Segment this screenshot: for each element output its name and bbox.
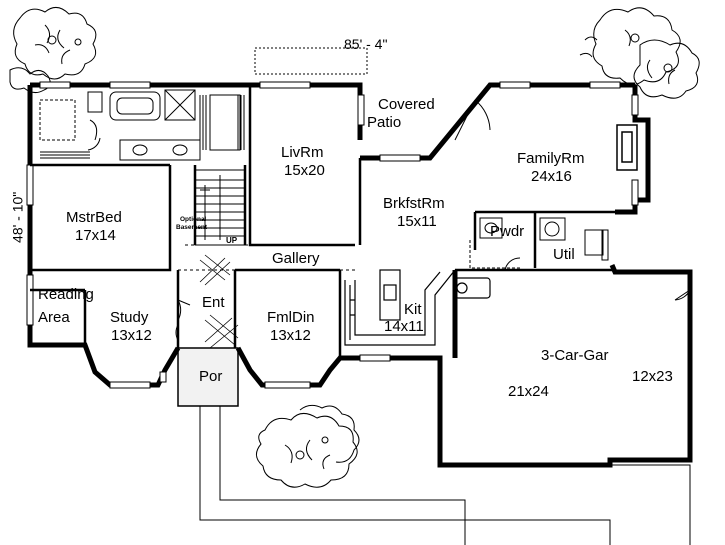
covered-patio-label-2: Patio: [367, 114, 402, 131]
sidewalk: [199, 395, 691, 545]
pwdr-label: Pwdr: [490, 223, 525, 240]
reading-area-label: Reading: [38, 286, 94, 303]
reading-area-label-2: Area: [38, 309, 70, 326]
width-dimension: 85' - 4": [344, 36, 388, 52]
optional-basement-label-2: Basement: [176, 224, 208, 231]
garage-size-a: 21x24: [508, 383, 549, 400]
study-label: Study: [110, 309, 149, 326]
stair: [194, 169, 246, 246]
study-size: 13x12: [111, 327, 152, 344]
kitchen-counters: [344, 269, 491, 346]
gallery-label: Gallery: [272, 250, 320, 267]
porch-label: Por: [199, 368, 223, 385]
familyrm-label: FamilyRm: [517, 150, 585, 167]
stair-up-label: UP: [226, 236, 238, 245]
rear-pad: [254, 47, 368, 75]
tile-pattern: [199, 254, 239, 349]
porch-outline: [177, 347, 239, 407]
tree-top-right: [579, 7, 700, 99]
optional-basement-label: Optional: [180, 216, 207, 223]
livrm-label: LivRm: [281, 144, 324, 161]
fireplace: [616, 124, 638, 171]
util-label: Util: [553, 246, 575, 263]
garage-label: 3-Car-Gar: [541, 347, 609, 364]
powder-util-fixtures: [469, 217, 604, 269]
livrm-size: 15x20: [284, 162, 325, 179]
master-bath-fixtures: [39, 89, 241, 161]
ent-label: Ent: [202, 294, 225, 311]
tree-top-left: [9, 7, 97, 94]
closet-hatching: [40, 95, 245, 159]
mstrbed-label: MstrBed: [66, 209, 122, 226]
garage-size-b: 12x23: [632, 368, 673, 385]
windows: [26, 81, 639, 389]
tree-front: [256, 404, 360, 488]
familyrm-size: 24x16: [531, 168, 572, 185]
exterior-walls: [27, 82, 693, 468]
door-swings: [87, 99, 692, 341]
kit-size: 14x11: [384, 318, 424, 335]
brkfstrm-size: 15x11: [397, 213, 437, 230]
brkfstrm-label: BrkfstRm: [383, 195, 445, 212]
depth-dimension: 48' - 10": [9, 191, 26, 243]
kit-label: Kit: [404, 301, 422, 318]
fmldin-size: 13x12: [270, 327, 311, 344]
covered-patio-label: Covered: [378, 96, 435, 113]
gallery-dashes: [178, 244, 355, 271]
fmldin-label: FmlDin: [267, 309, 315, 326]
mstrbed-size: 17x14: [75, 227, 116, 244]
